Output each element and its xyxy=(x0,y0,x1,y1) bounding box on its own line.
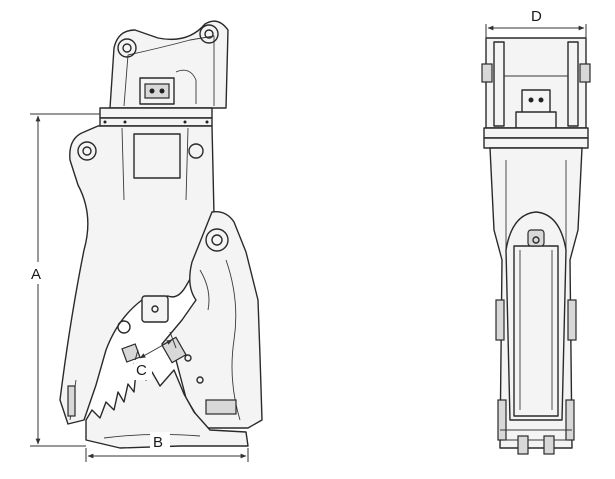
crusher-jaw xyxy=(161,211,263,429)
rotator-flange xyxy=(99,107,213,127)
front-body xyxy=(489,147,583,455)
pivot-box xyxy=(141,295,169,323)
label-a: A xyxy=(31,266,41,283)
label-b: B xyxy=(153,434,163,451)
front-view xyxy=(481,37,591,455)
front-bracket xyxy=(481,37,591,129)
mounting-bracket xyxy=(109,20,229,109)
label-d: D xyxy=(531,8,542,25)
side-view xyxy=(59,20,263,449)
dimension-a: A xyxy=(28,113,100,447)
dimension-c: C xyxy=(133,331,177,380)
dimension-d: D xyxy=(485,8,587,40)
dimension-b: B xyxy=(85,432,249,462)
label-c: C xyxy=(136,362,147,379)
